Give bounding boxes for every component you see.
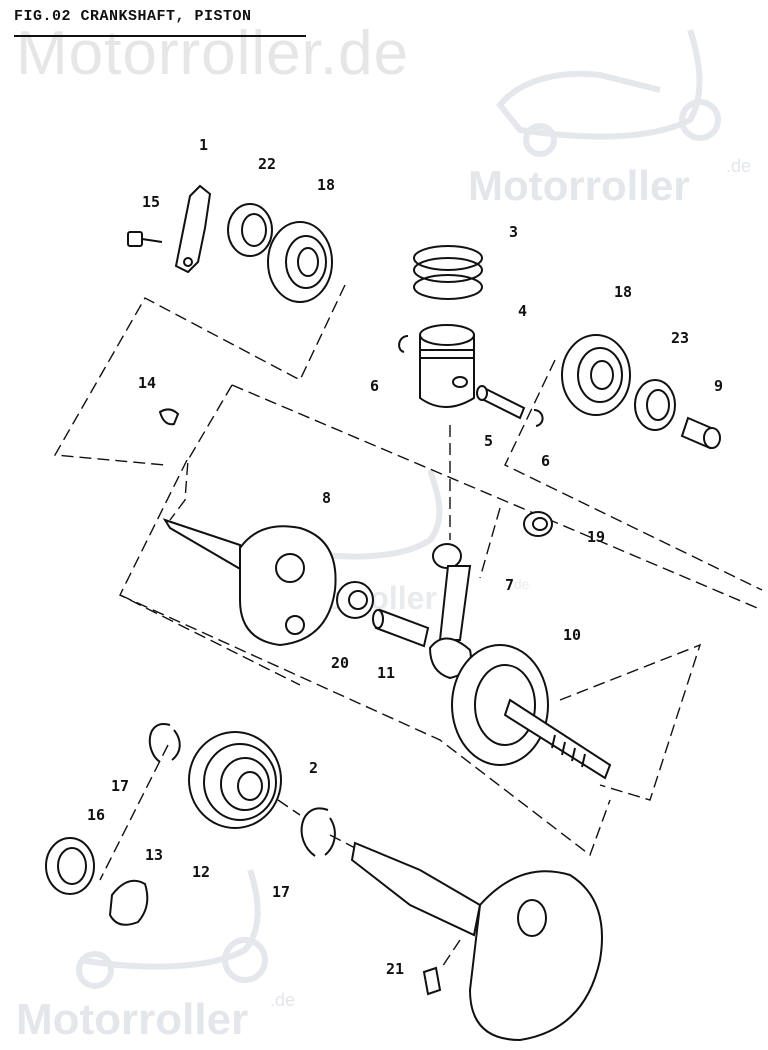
watermark-top: Motorroller.de [16,19,410,88]
callout-10: 10 [563,626,582,644]
callout-4: 4 [518,302,528,320]
watermark-bottom-suffix: .de [270,990,296,1010]
callout-6-right: 6 [541,452,551,470]
callout-18-left: 18 [317,176,336,194]
scooter-watermark-graphics [76,29,721,989]
callout-22: 22 [258,155,277,173]
part-18-bearing-left [267,221,333,303]
callout-11: 11 [377,664,396,682]
callout-6-left: 6 [370,377,380,395]
part-21-pin [422,966,442,996]
figure-title: FIG.02 CRANKSHAFT, PISTON [14,8,252,25]
callout-17-upper: 17 [111,777,130,795]
part-9-bushing [680,416,721,450]
part-18-bearing-right [561,334,631,416]
part-1-plate [174,184,212,274]
callout-2: 2 [309,759,319,777]
callout-12: 12 [192,863,211,881]
part-11-crank-pin [372,608,430,648]
part-22-oil-seal [227,203,273,257]
part-17-circlip-upper [148,723,181,763]
part-12-pulley [188,731,282,829]
callout-15: 15 [142,193,161,211]
callout-21: 21 [386,960,405,978]
title-underline [14,35,306,37]
part-23-oil-seal [634,379,676,431]
watermark-right-suffix: .de [726,156,752,176]
callout-13: 13 [145,846,164,864]
part-15-bolt [127,231,163,247]
part-6-clip-right [533,409,544,427]
watermark-middle-suffix: .de [510,576,530,592]
watermark-bottom: Motorroller [16,995,249,1044]
callout-18-right: 18 [614,283,633,301]
part-16-washer [45,837,95,895]
part-3-piston-rings [413,245,483,300]
assembly-dash-lines [53,284,763,971]
callout-9: 9 [714,377,724,395]
callout-23: 23 [671,329,690,347]
part-8-crank-half [162,518,337,647]
part-5-piston-pin [476,385,526,420]
callout-19: 19 [587,528,606,546]
part-14-woodruff-key [158,408,180,426]
part-7-connecting-rod [428,543,472,680]
part-19-needle-bearing [523,511,553,537]
callout-1: 1 [199,136,209,154]
part-10-crank-half [451,644,612,780]
callout-5: 5 [484,432,494,450]
callout-20: 20 [331,654,350,672]
part-6-clip-left [398,335,409,353]
parts [45,184,721,1042]
part-20-needle-bearing [336,581,374,619]
part-17-circlip-lower [300,807,336,857]
callout-14: 14 [138,374,157,392]
callout-7: 7 [505,576,515,594]
part-13-plate [108,879,149,926]
callout-17-lower: 17 [272,883,291,901]
part-2-crankshaft-assembly [350,841,603,1042]
callout-16: 16 [87,806,106,824]
part-4-piston [419,324,475,408]
callout-8: 8 [322,489,332,507]
callout-3: 3 [509,223,519,241]
watermark-right: Motorroller [468,162,690,209]
